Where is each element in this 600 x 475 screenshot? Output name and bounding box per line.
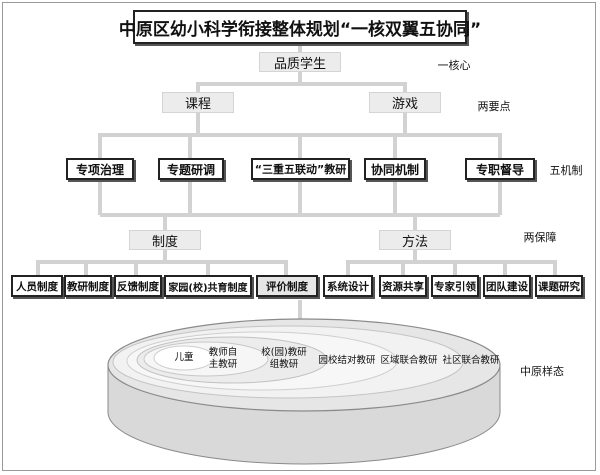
core-tag-text: 一核心: [437, 59, 471, 72]
guarantees-tag: 两保障: [520, 228, 560, 246]
ring-label-1: 儿童: [166, 352, 202, 364]
system-item-2: 教研制度: [64, 275, 112, 297]
method-item-3: 专家引领: [431, 275, 479, 297]
ring-text-2: 教师自主教研: [208, 347, 238, 370]
mechanism-node-3: “三重五联动”教研: [251, 158, 350, 180]
mechanism-node-2: 专题研调: [158, 158, 224, 180]
point-label-course: 课程: [184, 97, 211, 112]
mechanism-node-1: 专项治理: [66, 158, 134, 180]
mechanism-label-5: 专职督导: [475, 162, 524, 177]
method-item-label-3: 专家引领: [434, 280, 476, 293]
mechanism-label-4: 协同机制: [370, 162, 419, 177]
method-item-1: 系统设计: [323, 275, 373, 297]
ring-label-2: 教师自主教研: [208, 347, 238, 371]
system-item-3: 反馈制度: [114, 275, 162, 297]
system-item-1: 人员制度: [11, 275, 63, 297]
core-label: 品质学生: [273, 56, 326, 72]
method-item-label-5: 课题研究: [538, 280, 580, 293]
mechanism-label-3: “三重五联动”教研: [254, 163, 347, 176]
guarantee-node-method: 方法: [379, 230, 451, 250]
points-tag-text: 两要点: [477, 100, 511, 113]
core-node: 品质学生: [259, 52, 341, 72]
ring-text-6: 社区联合教研: [442, 355, 500, 366]
ring-label-5: 区域联合教研: [378, 355, 440, 367]
system-item-label-5: 评价制度: [266, 280, 308, 293]
base-tag: 中原样态: [514, 362, 570, 380]
ring-label-6: 社区联合教研: [440, 355, 502, 367]
system-item-4: 家园(校)共育制度: [164, 275, 252, 297]
ring-text-1: 儿童: [174, 352, 194, 363]
diagram-frame: [2, 2, 596, 471]
diagram-title-text: 中原区幼小科学衔接整体规划“一核双翼五协同”: [118, 19, 482, 40]
points-tag: 两要点: [474, 97, 514, 115]
mechanisms-tag-text: 五机制: [549, 164, 583, 177]
mechanisms-tag: 五机制: [545, 161, 587, 179]
system-item-5: 评价制度: [256, 275, 318, 297]
system-item-label-3: 反馈制度: [117, 280, 159, 293]
mechanism-label-2: 专题研调: [166, 162, 215, 177]
system-item-label-1: 人员制度: [16, 280, 58, 293]
point-label-game: 游戏: [391, 97, 418, 112]
ring-text-3: 校(园)教研组教研: [261, 347, 307, 370]
guarantee-label-system: 制度: [151, 234, 178, 250]
point-node-game: 游戏: [369, 92, 441, 113]
diagram-title: 中原区幼小科学衔接整体规划“一核双翼五协同”: [119, 10, 481, 44]
ring-text-4: 园校结对教研: [318, 355, 376, 366]
system-item-label-2: 教研制度: [67, 280, 109, 293]
core-tag: 一核心: [434, 56, 474, 74]
mechanism-node-5: 专职督导: [465, 158, 535, 180]
method-item-label-4: 团队建设: [486, 280, 528, 293]
mechanism-label-1: 专项治理: [75, 162, 124, 177]
method-item-label-1: 系统设计: [327, 280, 369, 293]
method-item-4: 团队建设: [483, 275, 531, 297]
ring-label-4: 园校结对教研: [316, 355, 378, 367]
system-item-label-4: 家园(校)共育制度: [168, 282, 248, 294]
ring-label-3: 校(园)教研组教研: [258, 347, 310, 371]
guarantee-label-method: 方法: [401, 234, 428, 250]
base-tag-text: 中原样态: [520, 365, 564, 378]
guarantees-tag-text: 两保障: [523, 231, 557, 244]
method-item-5: 课题研究: [535, 275, 583, 297]
mechanism-node-4: 协同机制: [364, 158, 426, 180]
guarantee-node-system: 制度: [129, 230, 201, 250]
ring-text-5: 区域联合教研: [380, 355, 438, 366]
point-node-course: 课程: [162, 92, 234, 113]
method-item-label-2: 资源共享: [382, 280, 424, 293]
method-item-2: 资源共享: [379, 275, 427, 297]
